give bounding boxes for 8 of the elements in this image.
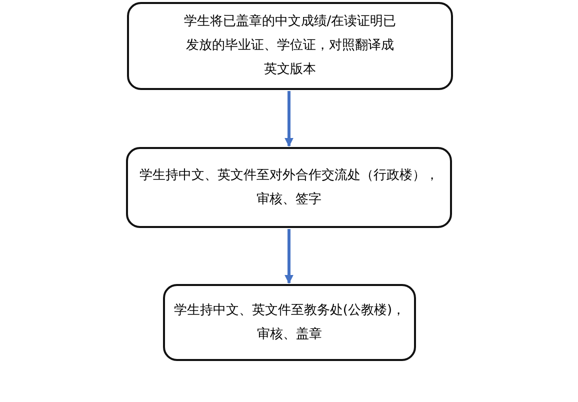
step-text: 学生持中文、英文件至教务处(公教楼)，审核、盖章 — [172, 302, 406, 344]
arrow — [284, 229, 294, 284]
arrow — [284, 91, 294, 147]
process-box — [163, 284, 416, 361]
process-box — [126, 147, 452, 228]
step-text: 学生将已盖章的中文成绩/在读证明已发放的毕业证、学位证，对照翻译成英文版本 — [182, 13, 398, 79]
step-text: 学生持中文、英文件至对外合作交流处（行政楼），审核、签字 — [138, 166, 440, 208]
process-box — [127, 2, 453, 90]
